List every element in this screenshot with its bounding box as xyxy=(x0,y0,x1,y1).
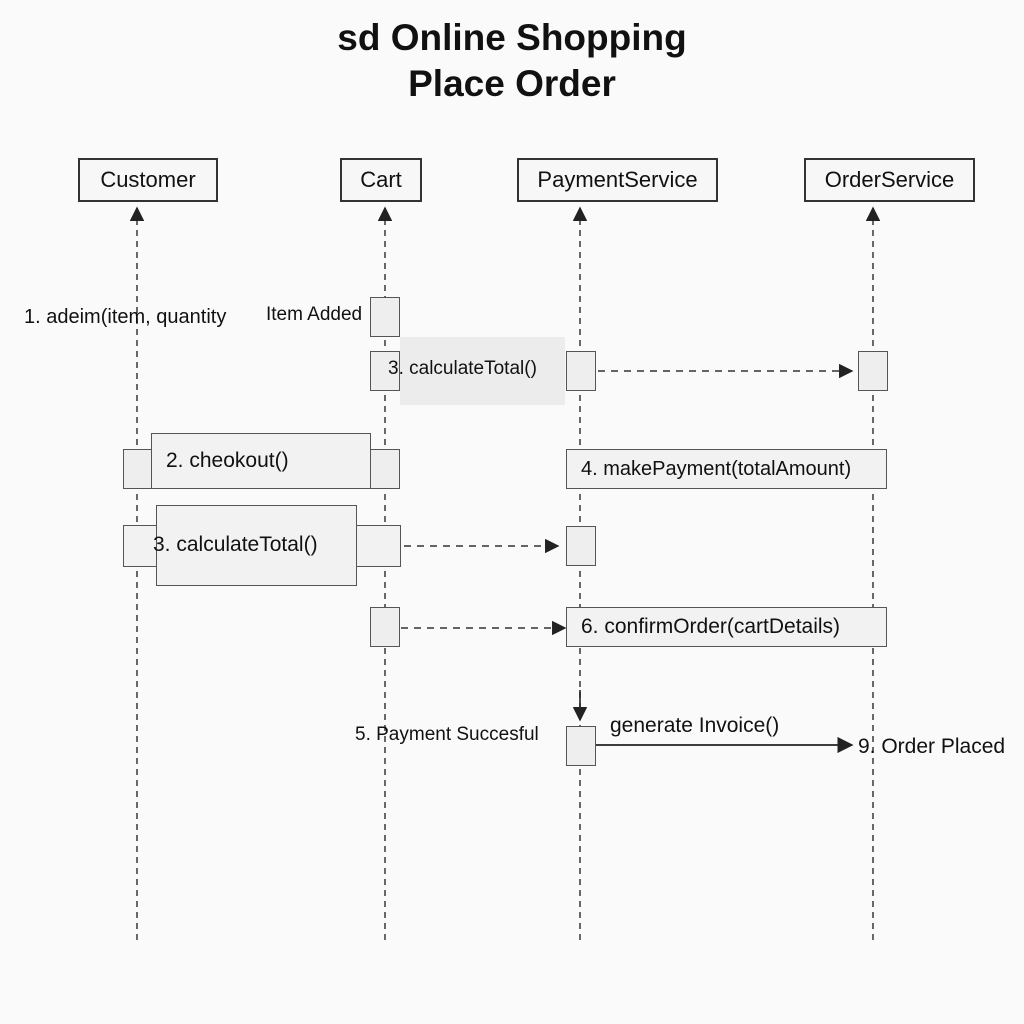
message-generate-invoice: generate Invoice() xyxy=(610,714,780,737)
activation-payment-3 xyxy=(566,726,596,766)
activation-cart-3 xyxy=(370,449,400,489)
activation-order-1 xyxy=(858,351,888,391)
diagram-subtitle: Place Order xyxy=(408,63,616,104)
message-confirm-order: 6. confirmOrder(cartDetails) xyxy=(581,615,841,638)
message-make-payment: 4. makePayment(totalAmount) xyxy=(581,457,852,480)
activation-customer-1 xyxy=(123,449,153,489)
diagram-title: sd Online Shopping xyxy=(337,17,687,58)
message-payment-success: 5. Payment Succesful xyxy=(355,724,539,745)
activation-cart-4 xyxy=(370,607,400,647)
lifeline-header-payment-service: PaymentService xyxy=(517,158,718,202)
activation-cart-2 xyxy=(370,351,400,391)
activation-cart-1 xyxy=(370,297,400,337)
message-calc-total-mid: 3. calculateTotal() xyxy=(153,533,318,556)
message-order-placed: 9. Order Placed xyxy=(858,735,1006,758)
message-box-calc-total-mid xyxy=(156,505,357,586)
message-box-checkout: 2. cheokout() xyxy=(151,433,371,489)
message-add-item: 1. adeim(item, quantity xyxy=(24,306,227,328)
lifeline-header-customer: Customer xyxy=(78,158,218,202)
activation-payment-1 xyxy=(566,351,596,391)
message-checkout: 2. cheokout() xyxy=(166,449,289,472)
message-item-added: Item Added xyxy=(266,304,363,325)
message-box-confirm-order: 6. confirmOrder(cartDetails) xyxy=(566,607,887,647)
lifeline-header-cart: Cart xyxy=(340,158,422,202)
message-box-make-payment: 4. makePayment(totalAmount) xyxy=(566,449,887,489)
activation-payment-2 xyxy=(566,526,596,566)
message-calc-total-top: 3. calculateTotal() xyxy=(388,358,537,379)
lifeline-header-order-service: OrderService xyxy=(804,158,975,202)
message-box-calc-total-top xyxy=(400,337,565,405)
